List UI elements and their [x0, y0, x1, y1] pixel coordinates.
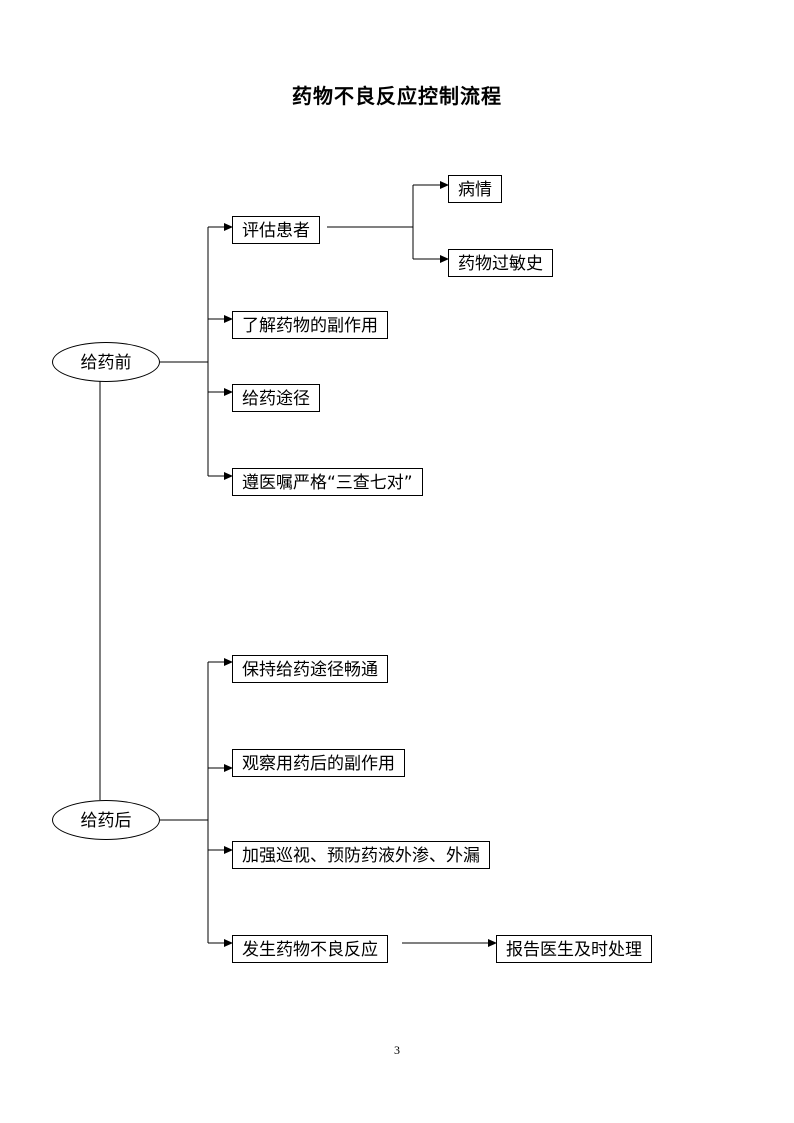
- side-effects-box: 了解药物的副作用: [232, 311, 388, 339]
- route-box: 给药途径: [232, 384, 320, 412]
- page-number: 3: [394, 1043, 400, 1057]
- keep-route-patent-box: 保持给药途径畅通: [232, 655, 388, 683]
- page-title: 药物不良反应控制流程: [292, 84, 502, 108]
- after-administration-node: 给药后: [52, 800, 160, 840]
- prevent-extravasation-box: 加强巡视、预防药液外渗、外漏: [232, 841, 490, 869]
- adverse-reaction-box: 发生药物不良反应: [232, 935, 388, 963]
- condition-box: 病情: [448, 175, 502, 203]
- assess-patient-box: 评估患者: [232, 216, 320, 244]
- report-doctor-box: 报告医生及时处理: [496, 935, 652, 963]
- doctor-orders-box: 遵医嘱严格“三查七对”: [232, 468, 423, 496]
- before-administration-node: 给药前: [52, 342, 160, 382]
- allergy-history-box: 药物过敏史: [448, 249, 553, 277]
- observe-side-effects-box: 观察用药后的副作用: [232, 749, 405, 777]
